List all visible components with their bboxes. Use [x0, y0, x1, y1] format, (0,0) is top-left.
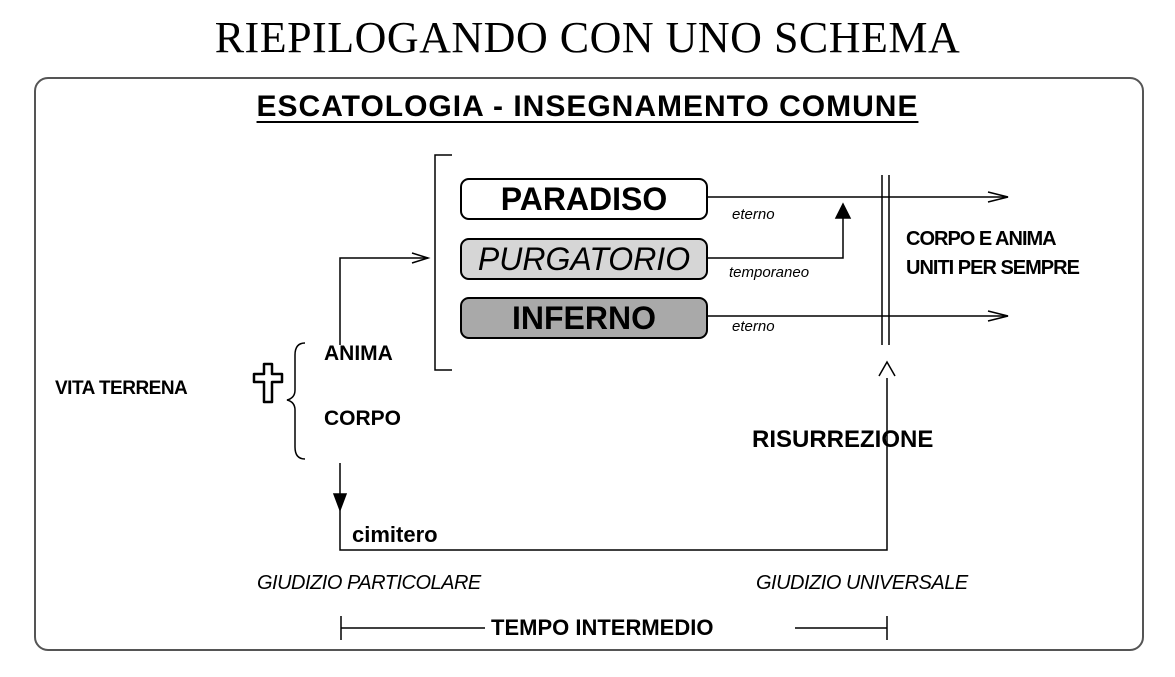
- purgatorio-line: [708, 213, 844, 259]
- main-title: RIEPILOGANDO CON UNO SCHEMA: [214, 13, 961, 62]
- inferno-label: INFERNO: [512, 300, 656, 336]
- vita-terrena-brace: [286, 342, 306, 460]
- cross-icon: [252, 362, 284, 404]
- eterno-paradiso-label: eterno: [732, 206, 775, 223]
- inferno-arrowhead: [987, 310, 1009, 322]
- giudizio-particolare-label: GIUDIZIO PARTICOLARE: [257, 572, 481, 594]
- corpo-anima-line2: UNITI PER SEMPRE: [906, 257, 1080, 279]
- diagram-frame: [34, 77, 1144, 651]
- eterno-inferno-label: eterno: [732, 318, 775, 335]
- risurrezione-arrowhead: [878, 360, 896, 377]
- corpo-label: CORPO: [324, 407, 402, 430]
- risurrezione-label: RISURREZIONE: [752, 426, 934, 453]
- anima-arrowhead: [411, 252, 431, 264]
- destinations-bracket: [434, 154, 452, 371]
- tempo-intermedio-label: TEMPO INTERMEDIO: [491, 615, 714, 640]
- paradiso-arrowhead: [987, 191, 1009, 203]
- paradiso-box: PARADISO: [460, 178, 708, 220]
- inferno-box: INFERNO: [460, 297, 708, 339]
- cimitero-arrowhead: [332, 493, 348, 513]
- temporaneo-label: temporaneo: [729, 264, 810, 281]
- subtitle-text: ESCATOLOGIA - INSEGNAMENTO COMUNE: [256, 90, 919, 123]
- purgatorio-arrowhead: [834, 202, 852, 219]
- purgatorio-box: PURGATORIO: [460, 238, 708, 280]
- purgatorio-label: PURGATORIO: [477, 241, 691, 277]
- anima-label: ANIMA: [324, 342, 393, 365]
- giudizio-universale-label: GIUDIZIO UNIVERSALE: [756, 572, 968, 594]
- diagram-subtitle: ESCATOLOGIA - INSEGNAMENTO COMUNE: [0, 90, 1175, 124]
- vita-terrena-label: VITA TERRENA: [55, 378, 188, 399]
- cimitero-label: cimitero: [352, 522, 438, 547]
- corpo-anima-line1: CORPO E ANIMA: [906, 228, 1057, 250]
- paradiso-label: PARADISO: [500, 181, 668, 217]
- anima-to-destinations-line: [339, 257, 428, 345]
